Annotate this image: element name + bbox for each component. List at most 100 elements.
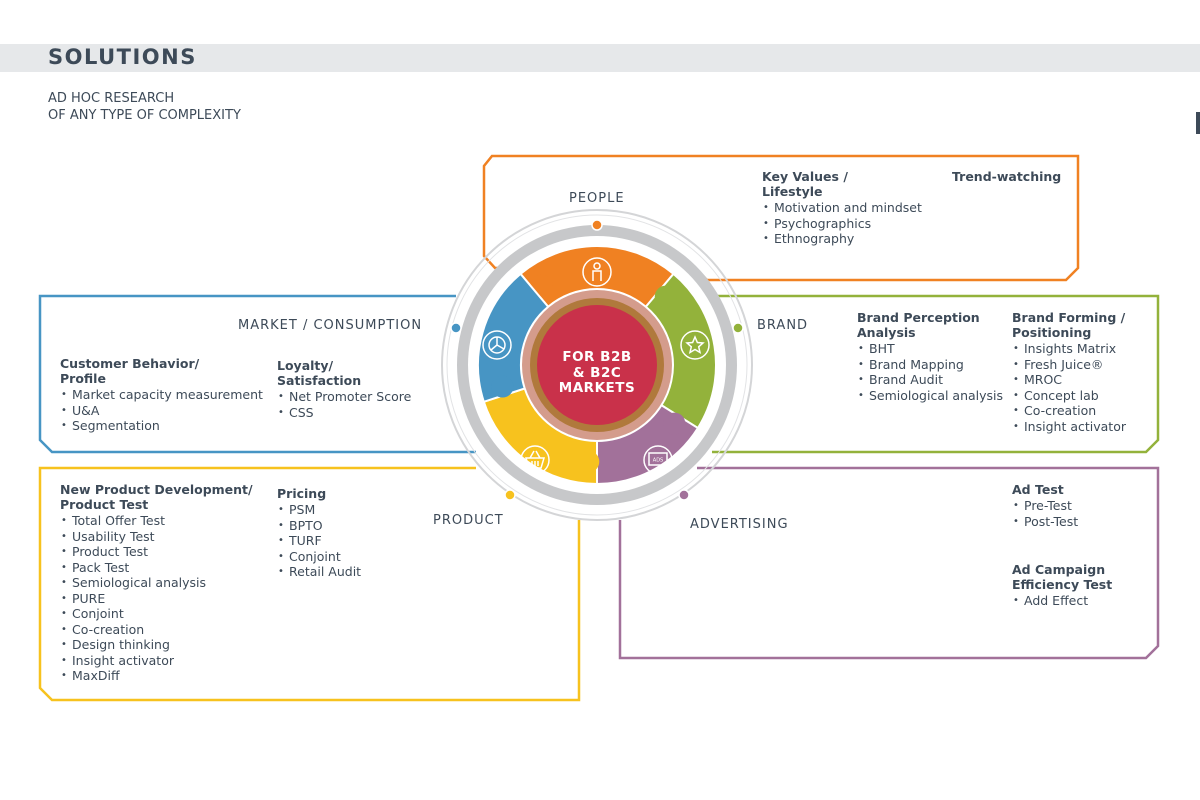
center-label: FOR B2B & B2C MARKETS bbox=[537, 349, 657, 397]
item-list: Market capacity measurement U&A Segmenta… bbox=[60, 387, 263, 434]
list-item: Product Test bbox=[60, 544, 253, 560]
item-list: Motivation and mindset Psychographics Et… bbox=[762, 200, 922, 247]
group-heading: Brand Forming / Positioning bbox=[1012, 310, 1126, 340]
list-item: MaxDiff bbox=[60, 668, 253, 684]
list-item: Brand Mapping bbox=[857, 357, 1003, 373]
people-connector-dot bbox=[591, 219, 603, 231]
list-item: Psychographics bbox=[762, 216, 922, 232]
segment-label-product: PRODUCT bbox=[433, 513, 504, 528]
group-heading: Ad Campaign Efficiency Test bbox=[1012, 562, 1113, 592]
list-item: Concept lab bbox=[1012, 388, 1126, 404]
list-item: Add Effect bbox=[1012, 593, 1112, 609]
market-group-customer-behavior: Customer Behavior/ Profile Market capaci… bbox=[60, 356, 263, 434]
brand-puzzle-knob bbox=[654, 285, 677, 308]
product-group-pricing: Pricing PSM BPTO TURF Conjoint Retail Au… bbox=[277, 486, 361, 580]
market-puzzle-knob bbox=[491, 375, 514, 398]
people-group-trend-watching: Trend-watching bbox=[952, 169, 1061, 185]
segment-label-advertising: ADVERTISING bbox=[690, 517, 789, 532]
list-item: CSS bbox=[277, 405, 411, 421]
list-item: Conjoint bbox=[60, 606, 253, 622]
center-circle bbox=[537, 305, 657, 425]
list-item: Net Promoter Score bbox=[277, 389, 411, 405]
market-group-loyalty: Loyalty/ Satisfaction Net Promoter Score… bbox=[277, 358, 411, 420]
market-segment bbox=[477, 272, 550, 404]
market-frame bbox=[38, 294, 476, 454]
list-item: Design thinking bbox=[60, 637, 253, 653]
basket-icon bbox=[520, 445, 550, 475]
title-band bbox=[0, 44, 1200, 72]
list-item: Insight activator bbox=[1012, 419, 1126, 435]
person-icon bbox=[582, 257, 612, 287]
item-list: Total Offer Test Usability Test Product … bbox=[60, 513, 253, 684]
group-heading: Pricing bbox=[277, 486, 327, 501]
list-item: U&A bbox=[60, 403, 263, 419]
list-item: BPTO bbox=[277, 518, 361, 534]
pie-chart-icon bbox=[482, 330, 512, 360]
list-item: Conjoint bbox=[277, 549, 361, 565]
list-item: Semiological analysis bbox=[857, 388, 1003, 404]
product-frame bbox=[38, 466, 581, 702]
product-puzzle-knob bbox=[577, 450, 600, 473]
center-line: & B2C bbox=[572, 364, 622, 381]
group-heading: Loyalty/ Satisfaction bbox=[277, 358, 362, 388]
brand-frame bbox=[705, 294, 1160, 454]
list-item: BHT bbox=[857, 341, 1003, 357]
list-item: Pack Test bbox=[60, 560, 253, 576]
list-item: MROC bbox=[1012, 372, 1126, 388]
ads-icon-text: ADS bbox=[653, 458, 663, 464]
list-item: Co-creation bbox=[1012, 403, 1126, 419]
item-list: BHT Brand Mapping Brand Audit Semiologic… bbox=[857, 341, 1003, 403]
item-list: Add Effect bbox=[1012, 593, 1112, 609]
list-item: Market capacity measurement bbox=[60, 387, 263, 403]
subtitle-line: AD HOC RESEARCH bbox=[48, 91, 175, 106]
group-heading: Trend-watching bbox=[952, 169, 1062, 184]
list-item: Segmentation bbox=[60, 418, 263, 434]
brand-group-forming: Brand Forming / Positioning Insights Mat… bbox=[1012, 310, 1126, 434]
list-item: Motivation and mindset bbox=[762, 200, 922, 216]
list-item: Retail Audit bbox=[277, 564, 361, 580]
list-item: PSM bbox=[277, 502, 361, 518]
product-group-npd: New Product Development/ Product Test To… bbox=[60, 482, 253, 684]
group-heading: Brand Perception Analysis bbox=[857, 310, 980, 340]
segment-label-people: PEOPLE bbox=[569, 191, 625, 206]
brand-group-perception: Brand Perception Analysis BHT Brand Mapp… bbox=[857, 310, 1003, 403]
list-item: Total Offer Test bbox=[60, 513, 253, 529]
advertising-puzzle-knob bbox=[663, 412, 686, 435]
wheel: ADS bbox=[441, 209, 753, 521]
list-item: PURE bbox=[60, 591, 253, 607]
edge-marker bbox=[1196, 112, 1200, 134]
item-list: Insights Matrix Fresh Juice® MROC Concep… bbox=[1012, 341, 1126, 434]
ads-screen-icon: ADS bbox=[643, 445, 673, 475]
group-heading: New Product Development/ Product Test bbox=[60, 482, 253, 512]
group-heading: Key Values / Lifestyle bbox=[762, 169, 848, 199]
group-heading: Ad Test bbox=[1012, 482, 1064, 497]
subtitle-line: OF ANY TYPE OF COMPLEXITY bbox=[48, 108, 241, 123]
list-item: Usability Test bbox=[60, 529, 253, 545]
advertising-connector-dot bbox=[678, 489, 690, 501]
advertising-frame bbox=[618, 466, 1160, 660]
list-item: Ethnography bbox=[762, 231, 922, 247]
list-item: Insights Matrix bbox=[1012, 341, 1126, 357]
page-title: SOLUTIONS bbox=[48, 45, 197, 69]
list-item: TURF bbox=[277, 533, 361, 549]
list-item: Insight activator bbox=[60, 653, 253, 669]
segment-label-brand: BRAND bbox=[757, 318, 809, 333]
item-list: PSM BPTO TURF Conjoint Retail Audit bbox=[277, 502, 361, 580]
list-item: Fresh Juice® bbox=[1012, 357, 1126, 373]
advertising-group-campaign: Ad Campaign Efficiency Test Add Effect bbox=[1012, 562, 1112, 609]
list-item: Brand Audit bbox=[857, 372, 1003, 388]
list-item: Co-creation bbox=[60, 622, 253, 638]
center-line: MARKETS bbox=[558, 380, 636, 396]
list-item: Post-Test bbox=[1012, 514, 1078, 530]
list-item: Semiological analysis bbox=[60, 575, 253, 591]
people-group-key-values: Key Values / Lifestyle Motivation and mi… bbox=[762, 169, 922, 247]
item-list: Pre-Test Post-Test bbox=[1012, 498, 1078, 529]
item-list: Net Promoter Score CSS bbox=[277, 389, 411, 420]
advertising-group-ad-test: Ad Test Pre-Test Post-Test bbox=[1012, 482, 1078, 529]
product-connector-dot bbox=[504, 489, 516, 501]
star-badge-icon bbox=[680, 330, 710, 360]
list-item: Pre-Test bbox=[1012, 498, 1078, 514]
segment-label-market: MARKET / CONSUMPTION bbox=[238, 318, 423, 333]
market-connector-dot bbox=[450, 322, 462, 334]
